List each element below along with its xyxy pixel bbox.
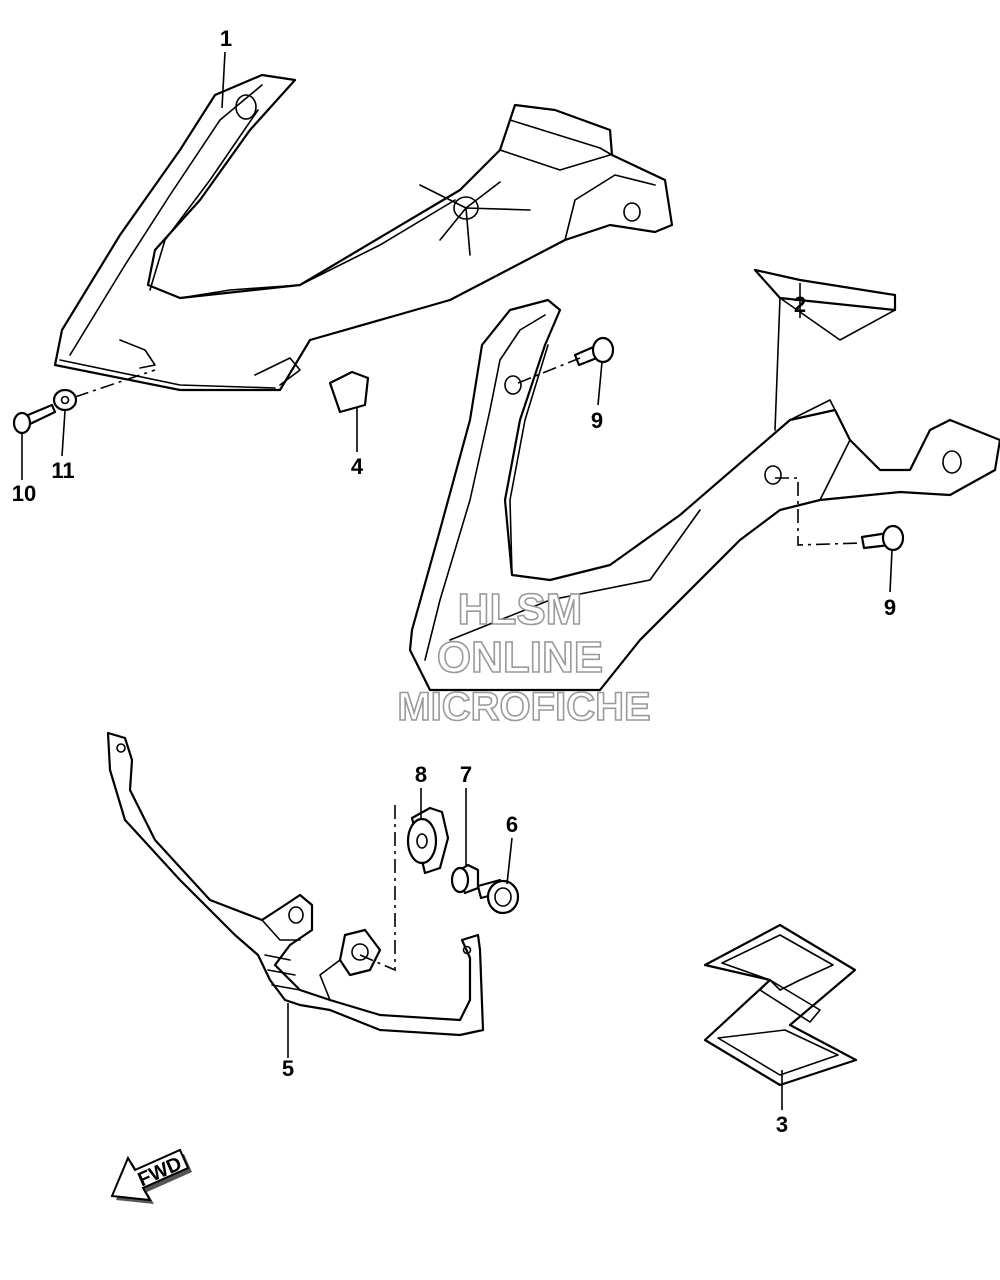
part-10-bolt: [12, 403, 57, 435]
callout-2: 2: [794, 292, 806, 317]
callout-labels: 1 2 3 4 5 6 7 8 9 9 10 11: [12, 26, 896, 1137]
part-6-bolt: [476, 878, 520, 915]
forward-arrow-icon: FWD: [110, 1148, 192, 1204]
part-1-cowl-cover: [53, 73, 674, 392]
part-9-bolt-upper: [573, 336, 615, 367]
callout-7: 7: [460, 762, 472, 787]
callout-6: 6: [506, 812, 518, 837]
callout-8: 8: [415, 762, 427, 787]
callout-9-upper: 9: [591, 408, 603, 433]
part-2-inner-cowl: [408, 268, 1000, 692]
callout-11: 11: [51, 458, 74, 483]
callout-9-lower: 9: [884, 595, 896, 620]
callout-3: 3: [776, 1112, 788, 1137]
callout-4: 4: [351, 454, 364, 479]
watermark-line-1: HLSM: [458, 585, 583, 634]
part-9-bolt-lower: [860, 524, 905, 552]
callout-5: 5: [282, 1056, 294, 1081]
part-4-pad: [328, 370, 370, 414]
callout-1: 1: [220, 26, 232, 51]
watermark-line-3: MICROFICHE: [397, 685, 650, 729]
callout-10: 10: [12, 481, 36, 506]
leader-lines: [21, 51, 893, 1110]
part-7-collar: [450, 863, 480, 895]
watermark: HLSM ONLINE MICROFICHE: [397, 584, 652, 730]
watermark-line-2: ONLINE: [437, 633, 603, 682]
part-8-grommet: [406, 806, 450, 875]
part-11-washer: [52, 388, 78, 412]
part-5-bracket: [106, 731, 485, 1037]
part-3-emblem: [703, 923, 858, 1087]
